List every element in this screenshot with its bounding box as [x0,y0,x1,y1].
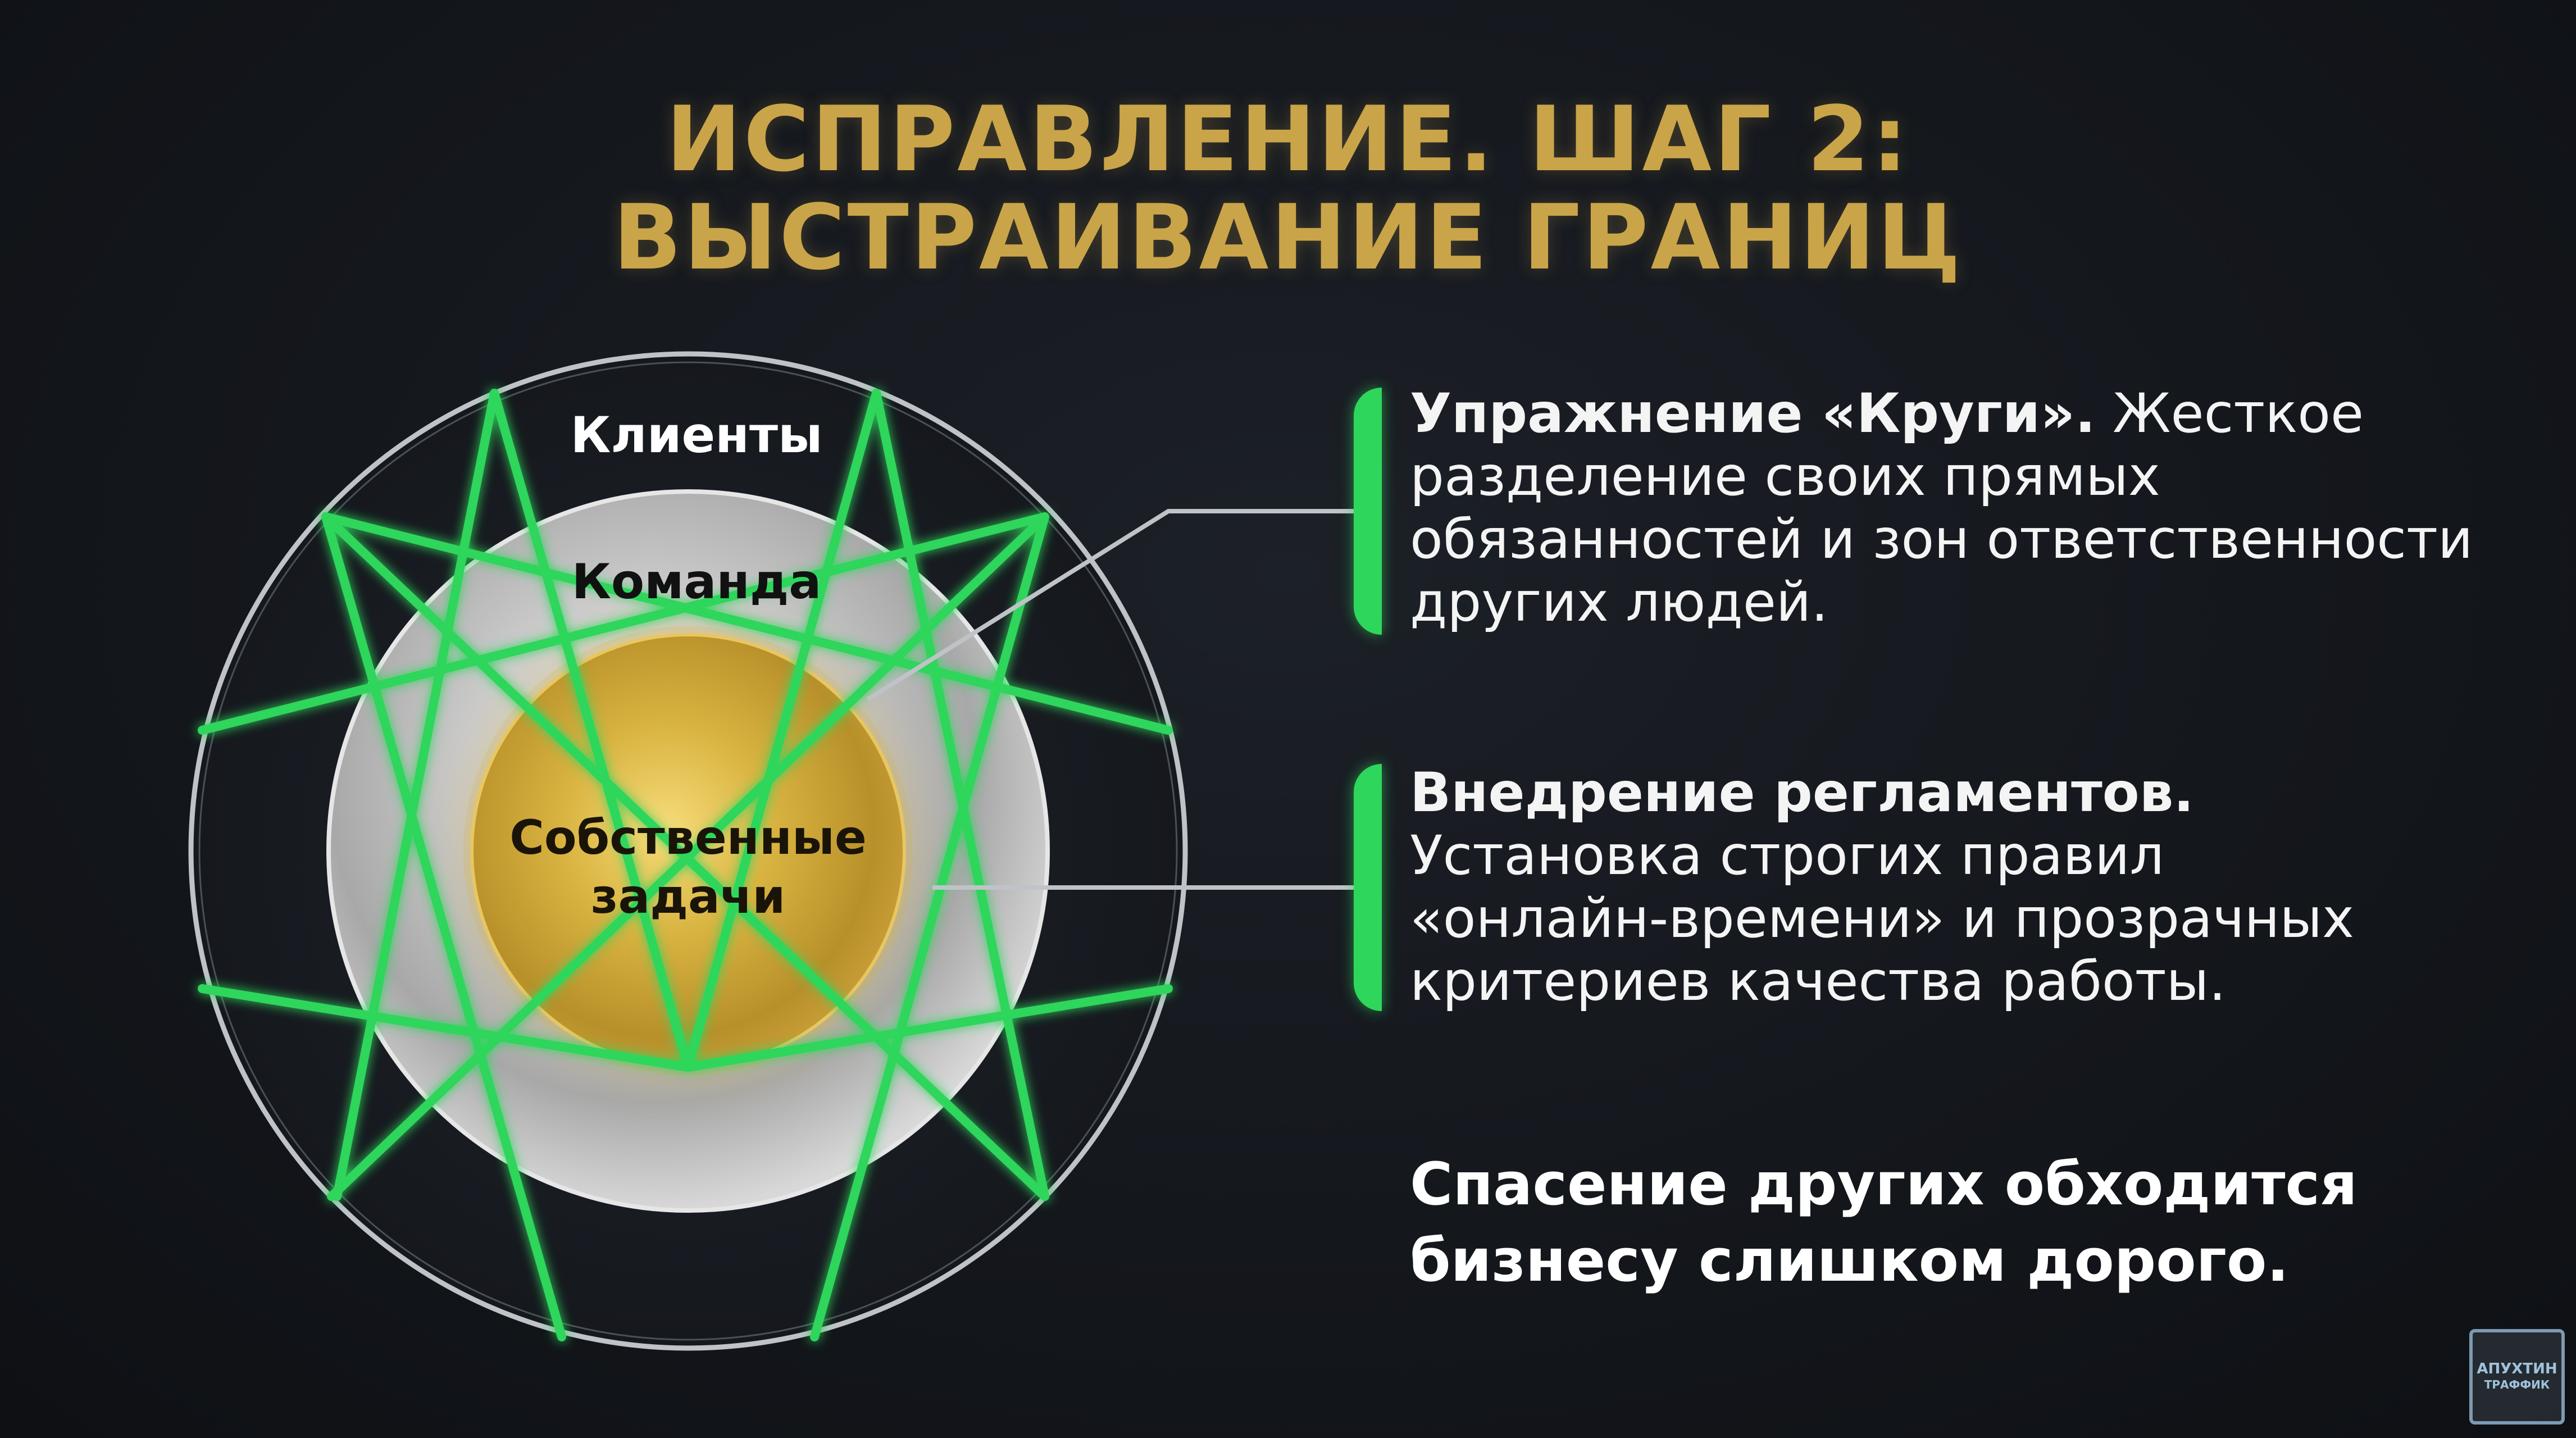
point-2-line-4: критериев качества работы. [1410,950,2226,1013]
outer-ring-label: Клиенты [570,406,822,464]
point-2-line-3: «онлайн-времени» и прозрачных [1410,887,2354,950]
point-1-accent-bar [1354,388,1382,635]
point-2-line-2: Установка строгих правил [1410,824,2164,887]
logo-line-1: АПУХТИН [2477,1360,2557,1377]
middle-ring-label: Команда [572,554,822,610]
logo-line-2: ТРАФФИК [2484,1378,2550,1391]
point-1-line-3: обязанностей и зон ответственности [1410,508,2473,571]
point-1-text: Упражнение «Круги». Жесткое разделение с… [1410,382,2533,634]
point-1-line-2: разделение своих прямых [1410,445,2160,508]
point-1-line-4: других людей. [1410,571,1828,634]
inner-core-label-line1: Собственные [509,810,867,865]
conclusion-text: Спасение других обходится бизнесу слишко… [1410,1146,2477,1299]
inner-core-label-line2: задачи [591,869,786,924]
title-line-2: ВЫСТРАИВАНИЕ ГРАНИЦ [613,185,1963,290]
connector-lines [866,509,1354,890]
point-1-line-1: Упражнение «Круги». Жесткое [1410,382,2533,445]
point-2-text: Внедрение регламентов. Установка строгих… [1410,761,2533,1013]
conclusion-line-2: бизнесу слишком дорого. [1410,1226,2289,1295]
slide-title: ИСПРАВЛЕНИЕ. ШАГ 2: ВЫСТРАИВАНИЕ ГРАНИЦ [0,90,2576,286]
point-1-heading: Упражнение «Круги». [1410,382,2096,445]
point-2-heading: Внедрение регламентов. [1410,761,2194,824]
channel-logo: АПУХТИН ТРАФФИК [2469,1329,2565,1425]
point-1-line-1-rest: Жесткое [2095,382,2364,445]
point-2-accent-bar [1354,764,1382,1011]
boundary-lines [198,389,1173,1341]
conclusion-line-1: Спасение других обходится [1410,1150,2357,1218]
title-line-1: ИСПРАВЛЕНИЕ. ШАГ 2: [666,87,1910,192]
